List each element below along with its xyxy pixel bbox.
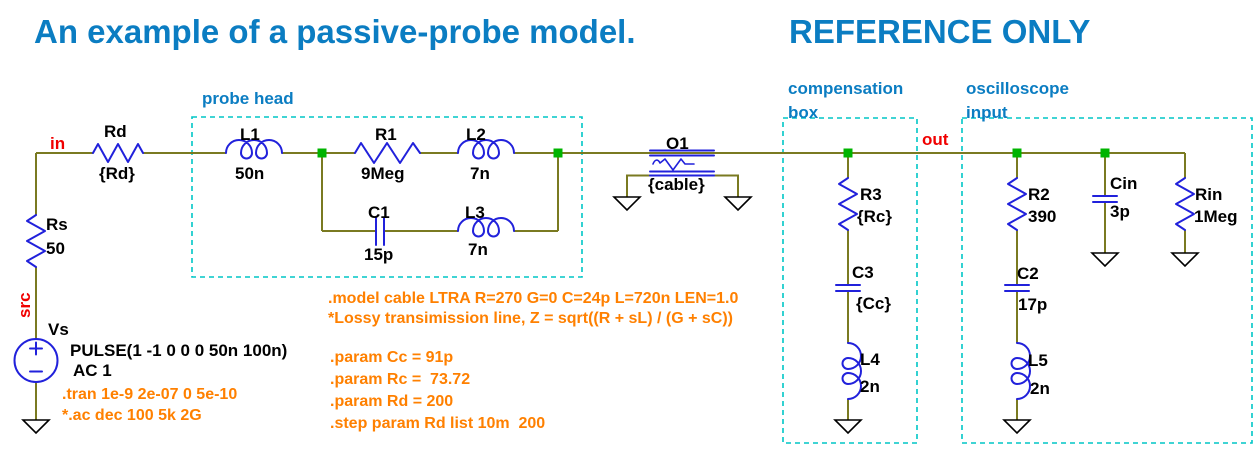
ground-icon[interactable] (21, 419, 51, 435)
ground-icon[interactable] (1002, 419, 1032, 435)
label-R3-name[interactable]: R3 (860, 185, 882, 204)
label-Cin-value[interactable]: 3p (1110, 202, 1130, 221)
directive-param-rd[interactable]: .param Rd = 200 (330, 393, 454, 410)
junction-node (843, 148, 853, 158)
resistor-Rs-symbol[interactable] (26, 214, 46, 268)
net-label-src[interactable]: src (15, 292, 34, 318)
directive-ac-commented[interactable]: *.ac dec 100 5k 2G (62, 407, 202, 424)
junction-node (1100, 148, 1110, 158)
label-C3-name[interactable]: C3 (852, 263, 874, 282)
ground-icon[interactable] (723, 196, 753, 212)
probe-head-box (191, 116, 583, 278)
resistor-R1-symbol[interactable] (354, 142, 421, 164)
schematic-title: An example of a passive-probe model. (34, 13, 636, 50)
label-L1-value[interactable]: 50n (235, 164, 265, 183)
directive-param-cc[interactable]: .param Cc = 91p (330, 349, 454, 366)
wires[interactable] (35, 152, 1186, 420)
directive-param-rc[interactable]: .param Rc = 73.72 (330, 371, 471, 388)
capacitor-Cin-symbol[interactable] (1092, 195, 1118, 203)
label-L3-name[interactable]: L3 (465, 203, 485, 222)
label-L1-name[interactable]: L1 (240, 125, 260, 144)
label-C2-value[interactable]: 17p (1018, 295, 1048, 314)
inductor-L1-symbol[interactable] (225, 139, 283, 160)
resistor-R3-symbol[interactable] (838, 177, 858, 231)
oscilloscope-input-label-line2: input (966, 103, 1008, 122)
ground-icon[interactable] (833, 419, 863, 435)
compensation-box-label-line2: box (788, 103, 819, 122)
label-Rin-name[interactable]: Rin (1195, 185, 1223, 204)
junction-node (553, 148, 563, 158)
ground-icon[interactable] (1090, 252, 1120, 268)
label-L2-value[interactable]: 7n (470, 164, 490, 183)
label-Cin-name[interactable]: Cin (1110, 174, 1138, 193)
capacitor-C3-symbol[interactable] (835, 284, 861, 292)
net-label-out[interactable]: out (922, 130, 949, 149)
ground-icon[interactable] (612, 196, 642, 212)
probe-head-label: probe head (202, 89, 294, 108)
label-Rs-value[interactable]: 50 (46, 239, 65, 258)
inductor-L2-symbol[interactable] (457, 139, 515, 160)
label-Vs-name[interactable]: Vs (48, 320, 69, 339)
reference-only-label: REFERENCE ONLY (789, 13, 1091, 50)
label-Vs-value-pulse[interactable]: PULSE(1 -1 0 0 0 50n 100n) (70, 341, 288, 360)
net-label-in[interactable]: in (50, 134, 66, 153)
resistor-R2-symbol[interactable] (1007, 177, 1027, 231)
capacitor-C2-symbol[interactable] (1004, 284, 1030, 292)
label-C2-name[interactable]: C2 (1017, 264, 1039, 283)
label-L5-name[interactable]: L5 (1028, 351, 1048, 370)
compensation-box-label-line1: compensation (788, 79, 904, 98)
voltage-source-Vs-symbol[interactable] (13, 338, 59, 383)
junction-node (1012, 148, 1022, 158)
junction-node (317, 148, 327, 158)
label-R2-value[interactable]: 390 (1028, 207, 1057, 226)
resistor-Rin-symbol[interactable] (1175, 177, 1195, 231)
directive-tran[interactable]: .tran 1e-9 2e-07 0 5e-10 (62, 386, 238, 403)
label-O1-name[interactable]: O1 (666, 134, 689, 153)
transmission-line-O1-symbol[interactable] (649, 149, 715, 177)
label-R1-name[interactable]: R1 (375, 125, 397, 144)
label-L5-value[interactable]: 2n (1030, 379, 1050, 398)
label-C1-name[interactable]: C1 (368, 203, 390, 222)
directive-step-param[interactable]: .step param Rd list 10m 200 (330, 415, 546, 432)
resistor-Rd-symbol[interactable] (92, 143, 144, 163)
label-Rd-value[interactable]: {Rd} (99, 164, 135, 183)
label-R2-name[interactable]: R2 (1028, 185, 1050, 204)
inductor-L3-symbol[interactable] (457, 217, 515, 238)
inductor-L4-symbol[interactable] (841, 342, 862, 400)
label-L2-name[interactable]: L2 (466, 125, 486, 144)
label-L3-value[interactable]: 7n (468, 240, 488, 259)
label-O1-value[interactable]: {cable} (648, 175, 705, 194)
compensation-box-outline (782, 117, 918, 444)
label-Rin-value[interactable]: 1Meg (1194, 207, 1238, 226)
directive-model-cable[interactable]: .model cable LTRA R=270 G=0 C=24p L=720n… (328, 290, 739, 307)
capacitor-C1-symbol[interactable] (375, 217, 385, 246)
label-L4-name[interactable]: L4 (860, 350, 880, 369)
directive-lossy-comment[interactable]: *Lossy transimission line, Z = sqrt((R +… (328, 310, 733, 327)
oscilloscope-input-box (961, 117, 1253, 444)
inductor-L5-symbol[interactable] (1010, 342, 1031, 400)
label-Rs-name[interactable]: Rs (46, 215, 68, 234)
label-Vs-value-ac[interactable]: AC 1 (73, 361, 112, 380)
label-R3-value[interactable]: {Rc} (857, 207, 892, 226)
label-R1-value[interactable]: 9Meg (361, 164, 405, 183)
label-C3-value[interactable]: {Cc} (856, 294, 891, 313)
label-Rd-name[interactable]: Rd (104, 122, 127, 141)
oscilloscope-input-label-line1: oscilloscope (966, 79, 1069, 98)
label-C1-value[interactable]: 15p (364, 245, 394, 264)
ground-icon[interactable] (1170, 252, 1200, 268)
label-L4-value[interactable]: 2n (860, 377, 880, 396)
